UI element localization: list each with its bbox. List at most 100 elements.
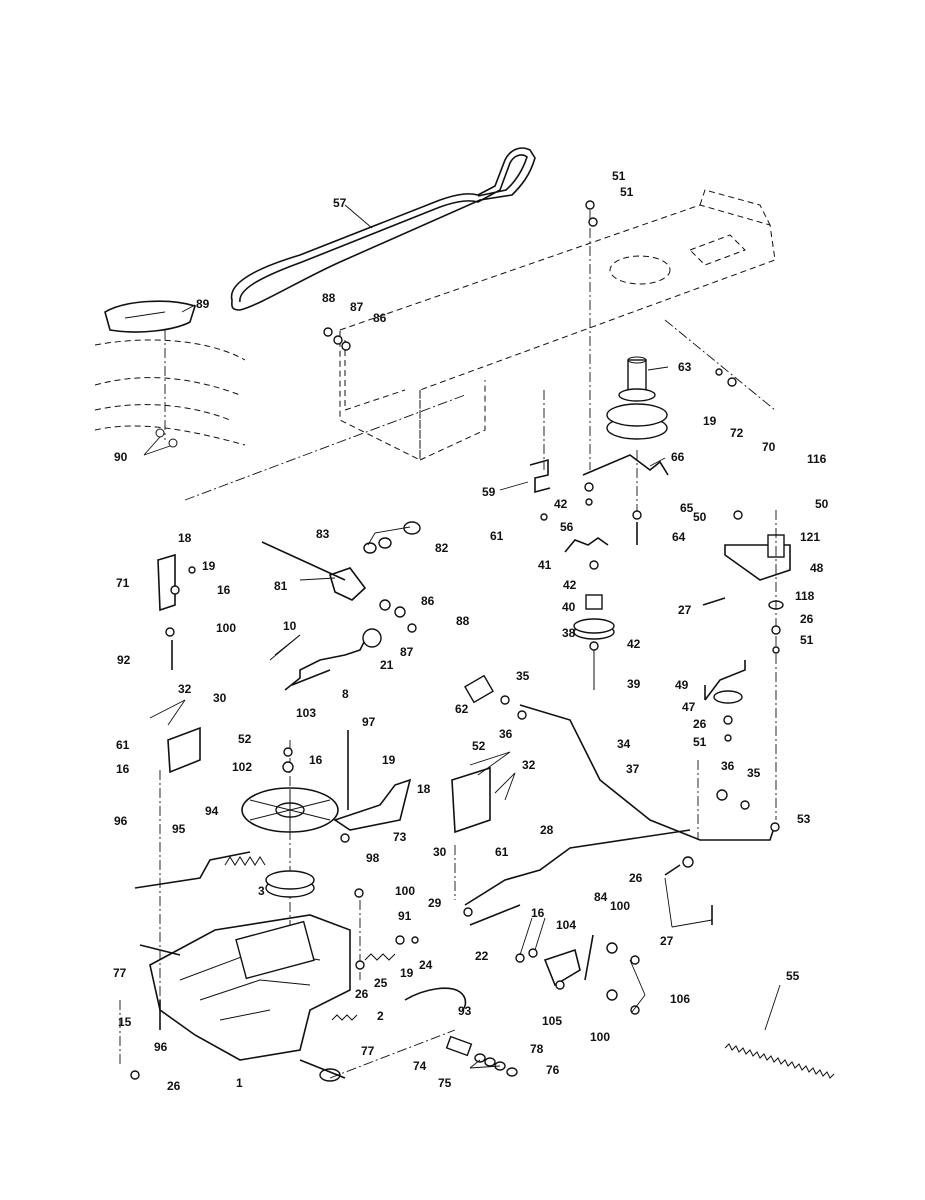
callout: 30 — [433, 845, 447, 859]
callout: 116 — [807, 452, 827, 466]
callout: 37 — [626, 762, 640, 776]
callout: 66 — [671, 450, 685, 464]
callout: 26 — [355, 987, 369, 1001]
callout: 28 — [540, 823, 554, 837]
assembly-lines — [119, 210, 776, 1079]
callout: 121 — [800, 530, 820, 544]
callout: 65 — [680, 501, 694, 515]
lift-shaft-81 — [261, 541, 367, 601]
callout: 71 — [116, 576, 130, 590]
callout: 35 — [747, 766, 761, 780]
callout: 86 — [421, 594, 435, 608]
callout: 78 — [530, 1042, 544, 1056]
callout: 42 — [563, 578, 577, 592]
callout: 10 — [283, 619, 297, 633]
bracket-71 — [157, 553, 176, 612]
rod-28 — [464, 829, 691, 906]
callout: 100 — [590, 1030, 610, 1044]
callout: 36 — [721, 759, 735, 773]
callout: 30 — [213, 691, 227, 705]
callout: 72 — [730, 426, 744, 440]
callout: 89 — [196, 297, 210, 311]
callout: 18 — [417, 782, 431, 796]
rod-84 — [584, 934, 594, 981]
callout: 1 — [236, 1076, 243, 1090]
callout: 105 — [542, 1014, 562, 1028]
callout-labels: 57 51 51 89 88 87 86 63 19 72 70 116 90 … — [113, 169, 829, 1093]
callout: 100 — [216, 621, 236, 635]
callout: 92 — [117, 653, 131, 667]
callout: 91 — [398, 909, 412, 923]
callout: 51 — [620, 185, 634, 199]
callout: 48 — [810, 561, 824, 575]
bracket-30-center — [451, 766, 491, 834]
callout: 96 — [114, 814, 128, 828]
spring-25 — [364, 953, 396, 961]
callout: 106 — [670, 992, 690, 1006]
pulley-63 — [606, 356, 668, 440]
callout: 73 — [393, 830, 407, 844]
callout: 35 — [516, 669, 530, 683]
callout: 77 — [361, 1044, 375, 1058]
bushing-62 — [464, 674, 494, 704]
callout: 61 — [490, 529, 504, 543]
callout: 98 — [366, 851, 380, 865]
pulley-3 — [265, 870, 315, 898]
rod-66 — [582, 454, 669, 476]
spring-55 — [724, 1043, 835, 1079]
callout: 64 — [672, 530, 686, 544]
callout: 50 — [815, 497, 829, 511]
callout: 81 — [274, 579, 288, 593]
bracket-73 — [333, 778, 412, 831]
callout: 53 — [797, 812, 811, 826]
callout: 21 — [380, 658, 394, 672]
callout: 29 — [428, 896, 442, 910]
bracket-104 — [543, 948, 581, 987]
callout: 61 — [495, 845, 509, 859]
bracket-49 — [704, 660, 746, 704]
callout: 88 — [456, 614, 470, 628]
callout: 102 — [232, 760, 252, 774]
callout: 25 — [374, 976, 388, 990]
callout: 103 — [296, 706, 316, 720]
callout: 49 — [675, 678, 689, 692]
callout: 63 — [678, 360, 692, 374]
callout: 93 — [458, 1004, 472, 1018]
drive-belt — [230, 147, 536, 311]
callout: 100 — [610, 899, 630, 913]
callout: 76 — [546, 1063, 560, 1077]
drive-belt-inner — [239, 154, 528, 303]
callout: 88 — [322, 291, 336, 305]
callout: 104 — [556, 918, 576, 932]
callout: 70 — [762, 440, 776, 454]
callout: 36 — [499, 727, 513, 741]
washers-83 — [363, 521, 421, 554]
callout: 51 — [800, 633, 814, 647]
callout: 74 — [413, 1059, 427, 1073]
callout: 82 — [435, 541, 449, 555]
leader-lines — [143, 204, 781, 1069]
callout: 42 — [627, 637, 641, 651]
callout: 26 — [167, 1079, 181, 1093]
spring-95 — [224, 856, 266, 866]
callout: 52 — [238, 732, 252, 746]
callout: 18 — [178, 531, 192, 545]
callout: 32 — [178, 682, 192, 696]
callout: 22 — [475, 949, 489, 963]
callout: 8 — [342, 687, 349, 701]
callout: 16 — [116, 762, 130, 776]
callout: 90 — [114, 450, 128, 464]
fender — [94, 300, 246, 448]
callout: 118 — [795, 589, 815, 603]
hardware — [130, 200, 781, 1080]
spring-2 — [331, 1014, 358, 1021]
bushing-74 — [445, 1035, 518, 1077]
callout: 75 — [438, 1076, 452, 1090]
lever-8 — [284, 639, 366, 691]
hose-93 — [404, 987, 467, 1011]
knob-21 — [362, 628, 382, 648]
rod-95 — [134, 851, 251, 889]
callout: 39 — [627, 677, 641, 691]
callout: 47 — [682, 700, 696, 714]
